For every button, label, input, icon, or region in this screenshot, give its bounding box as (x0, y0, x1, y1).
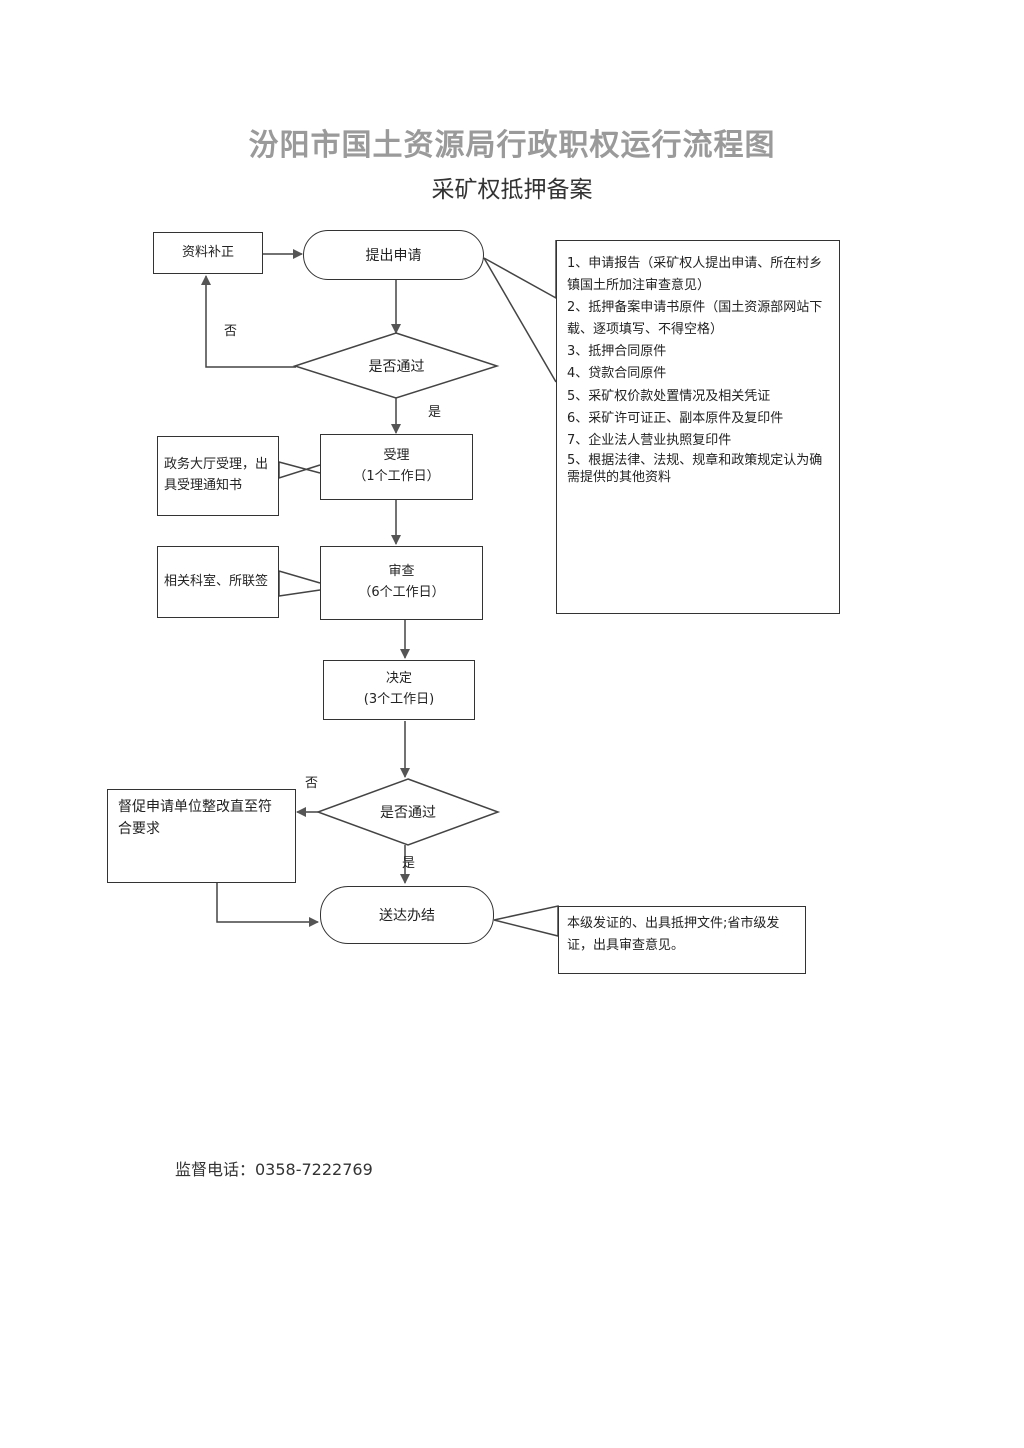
requirement-item: 6、采矿许可证正、副本原件及复印件 (567, 410, 784, 426)
requirement-item: 2、抵押备案申请书原件（国土资源部网站下载、逐项填写、不得空格） (567, 300, 823, 338)
decide-title: 决定 (385, 671, 412, 687)
decision-label-2: 是否通过 (380, 805, 436, 821)
requirement-item: 5、采矿权价款处置情况及相关凭证 (567, 388, 771, 404)
page-subtitle: 采矿权抵押备案 (431, 177, 593, 203)
decision-diamond-2 (315, 778, 501, 846)
accept-days: （1个工作日） (353, 469, 440, 484)
deliver-note: 本级发证的、出具抵押文件;省市级发证，出具审查意见。 (567, 916, 780, 954)
requirements-box: 1、申请报告（采矿权人提出申请、所在村乡镇国土所加注审查意见） 2、抵押备案申请… (556, 240, 840, 614)
rectify-box: 督促申请单位整改直至符合要求 (107, 789, 296, 883)
accept-title: 受理 (383, 448, 410, 464)
requirement-item: 3、抵押合同原件 (567, 344, 667, 360)
requirement-item: 4、贷款合同原件 (567, 366, 667, 382)
deliver-node: 送达办结 (320, 886, 494, 944)
review-days: （6个工作日） (358, 585, 445, 600)
decide-box: 决定 (3个工作日) (323, 660, 475, 720)
accept-note-box: 政务大厅受理，出具受理通知书 (157, 436, 279, 516)
decide-days: (3个工作日) (363, 692, 435, 707)
supervision-phone: 监督电话：0358-7222769 (175, 1160, 373, 1179)
apply-node: 提出申请 (303, 230, 484, 280)
supplement-label: 资料补正 (181, 244, 234, 260)
yes-label-2: 是 (402, 856, 416, 871)
yes-label-1: 是 (428, 405, 442, 420)
decision-label-1: 是否通过 (368, 358, 425, 375)
requirement-item: 7、企业法人营业执照复印件 (567, 432, 732, 448)
decision-diamond-1 (292, 332, 500, 399)
no-label-2: 否 (305, 776, 319, 791)
review-box: 审查 （6个工作日） (320, 546, 483, 620)
page-title: 汾阳市国土资源局行政职权运行流程图 (248, 128, 776, 163)
supplement-box: 资料补正 (153, 232, 263, 274)
deliver-label: 送达办结 (379, 908, 435, 924)
requirement-item: 1、申请报告（采矿权人提出申请、所在村乡镇国土所加注审查意见） (567, 256, 823, 294)
review-title: 审查 (388, 564, 415, 580)
rectify-label: 督促申请单位整改直至符合要求 (118, 799, 272, 838)
requirement-item: 5、根据法律、法规、规章和政策规定认为确需提供的其他资料 (567, 452, 823, 486)
review-note: 相关科室、所联签 (164, 573, 269, 589)
no-label-1: 否 (224, 324, 238, 339)
apply-label: 提出申请 (365, 248, 422, 264)
deliver-note-box: 本级发证的、出具抵押文件;省市级发证，出具审查意见。 (558, 906, 806, 974)
accept-note: 政务大厅受理，出具受理通知书 (164, 457, 269, 493)
review-note-box: 相关科室、所联签 (157, 546, 279, 618)
accept-box: 受理 （1个工作日） (320, 434, 473, 500)
